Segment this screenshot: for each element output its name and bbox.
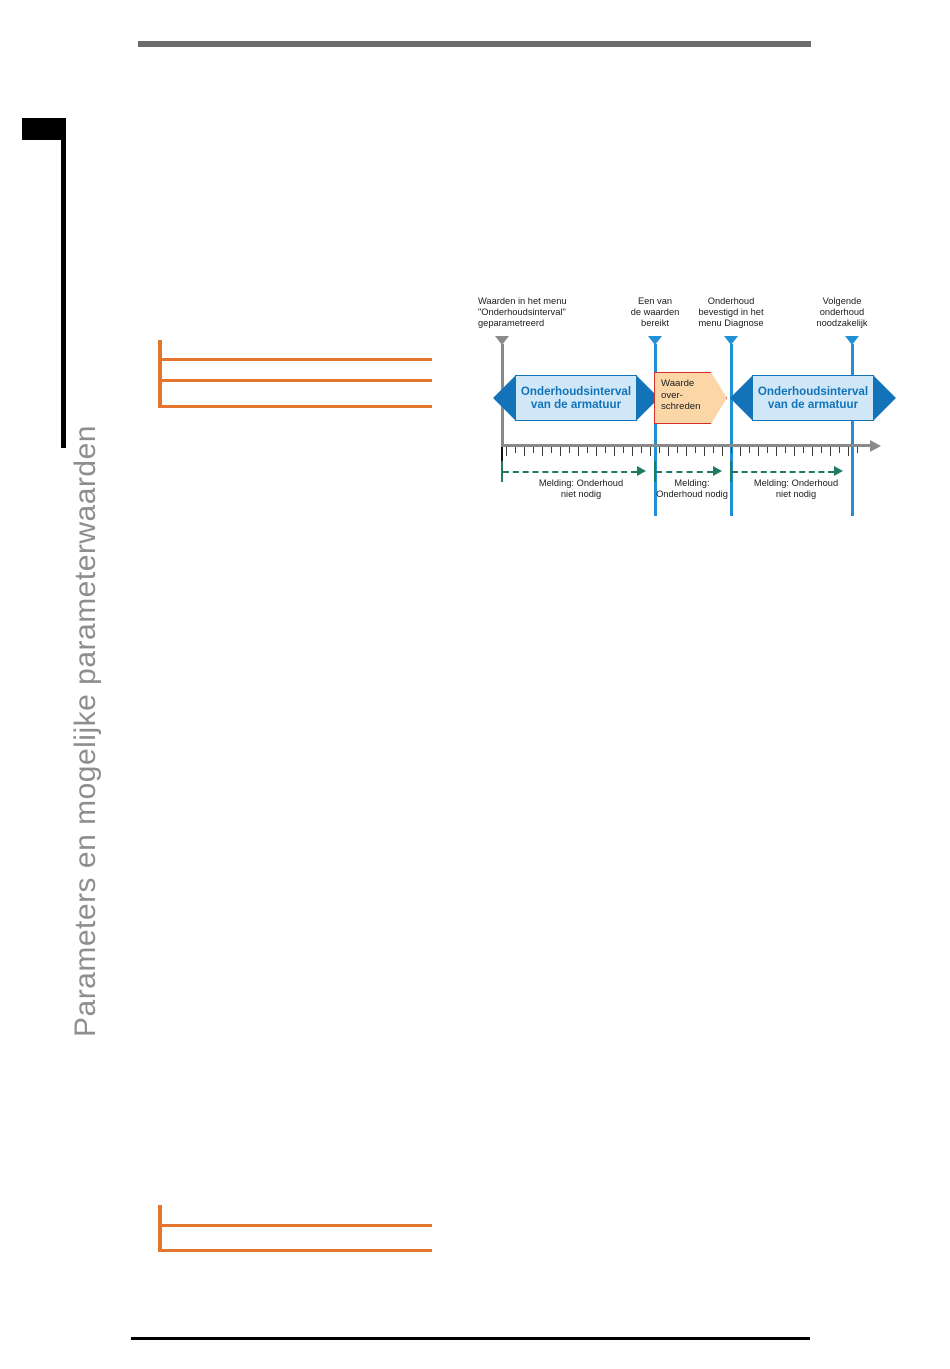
message-arrow-icon-2 (713, 465, 722, 476)
timeline-tick (596, 447, 598, 456)
timeline-tick (614, 447, 616, 456)
table-row (158, 1227, 432, 1252)
marker-line-next-maintenance (851, 344, 854, 516)
interval-label-1: Onderhoudsinterval van de armatuur (520, 384, 632, 412)
message-label-3: Melding: Onderhoud niet nodig (753, 478, 839, 499)
timeline-tick (542, 447, 544, 456)
timeline-tick (605, 447, 607, 453)
timeline-tick (659, 447, 661, 453)
maintenance-interval-diagram: Waarden in het menu "Onderhoudsinterval"… (478, 296, 896, 516)
message-arrow-icon-3 (834, 465, 843, 476)
timeline-tick (695, 447, 697, 453)
timeline-arrow-icon (870, 439, 881, 452)
timeline-tick (650, 447, 652, 456)
table-row (158, 340, 432, 361)
callout-one-value-reached: Een van de waarden bereikt (630, 296, 680, 328)
timeline-tick (587, 447, 589, 453)
callout-maintenance-confirmed: Onderhoud bevestigd in het menu Diagnose (698, 296, 764, 328)
marker-line-value-reached (654, 344, 657, 516)
message-arrow-icon-1 (637, 465, 646, 476)
timeline-tick (857, 447, 859, 453)
timeline-tick (569, 447, 571, 453)
timeline-tick (740, 447, 742, 456)
timeline-tick (713, 447, 715, 453)
timeline-tick (758, 447, 760, 456)
timeline-tick (722, 447, 724, 456)
timeline-tick (632, 447, 634, 456)
marker-head-confirmed (724, 336, 738, 345)
timeline-tick (623, 447, 625, 453)
timeline-tick (641, 447, 643, 453)
timeline-tick (785, 447, 787, 453)
timeline-tick (524, 447, 526, 456)
interval-arrow-1: Onderhoudsinterval van de armatuur (493, 374, 659, 421)
parameter-table-top (158, 340, 432, 408)
arrow-head-left-icon (730, 374, 753, 421)
timeline-tick (506, 447, 508, 456)
timeline-tick (551, 447, 553, 453)
parameter-table-bottom (158, 1205, 432, 1252)
message-label-1: Melding: Onderhoud niet nodig (538, 478, 624, 499)
timeline-tick (812, 447, 814, 456)
callout-values-parameterised: Waarden in het menu "Onderhoudsinterval"… (478, 296, 567, 328)
timeline-tick (839, 447, 841, 453)
callout-next-maintenance: Volgende onderhoud noodzakelijk (816, 296, 868, 328)
timeline-tick (533, 447, 535, 453)
footer-rule (131, 1337, 810, 1340)
marker-line-confirmed (730, 344, 733, 516)
marker-head-next-maintenance (845, 336, 859, 345)
interval-label-2: Onderhoudsinterval van de armatuur (757, 384, 869, 412)
timeline-tick (578, 447, 580, 456)
timeline-tick (794, 447, 796, 456)
timeline-tick (848, 447, 850, 456)
timeline-start-tick (501, 447, 504, 472)
table-row (158, 1205, 432, 1227)
interval-arrow-2: Onderhoudsinterval van de armatuur (730, 374, 896, 421)
timeline-tick (821, 447, 823, 453)
timeline-tick (515, 447, 517, 453)
message-line-3 (732, 471, 834, 473)
table-row (158, 361, 432, 382)
message-line-1 (503, 471, 637, 473)
message-tick-3 (730, 461, 732, 482)
timeline-tick (803, 447, 805, 453)
marker-head-start (495, 336, 509, 345)
timeline-tick (560, 447, 562, 456)
timeline-tick (767, 447, 769, 453)
message-line-2 (656, 471, 713, 473)
message-start-tick (501, 461, 503, 482)
timeline-tick (749, 447, 751, 453)
timeline-axis (501, 444, 871, 447)
table-row (158, 382, 432, 408)
timeline-tick (830, 447, 832, 456)
arrow-head-right-icon (873, 374, 896, 421)
chapter-title: Parameters en mogelijke parameterwaarden (69, 425, 102, 1037)
chapter-tab (22, 118, 66, 448)
value-exceeded-box: Waarde over- schreden (654, 372, 727, 424)
arrow-head-right-icon (636, 374, 659, 421)
timeline-tick (668, 447, 670, 456)
marker-head-value-reached (648, 336, 662, 345)
timeline-tick (704, 447, 706, 456)
arrow-head-left-icon (493, 374, 516, 421)
header-rule (138, 41, 811, 47)
timeline-tick (686, 447, 688, 456)
timeline-tick (776, 447, 778, 456)
message-label-2: Melding: Onderhoud nodig (656, 478, 728, 499)
timeline-tick (731, 447, 733, 453)
timeline-tick (677, 447, 679, 453)
message-tick-2 (654, 461, 656, 482)
